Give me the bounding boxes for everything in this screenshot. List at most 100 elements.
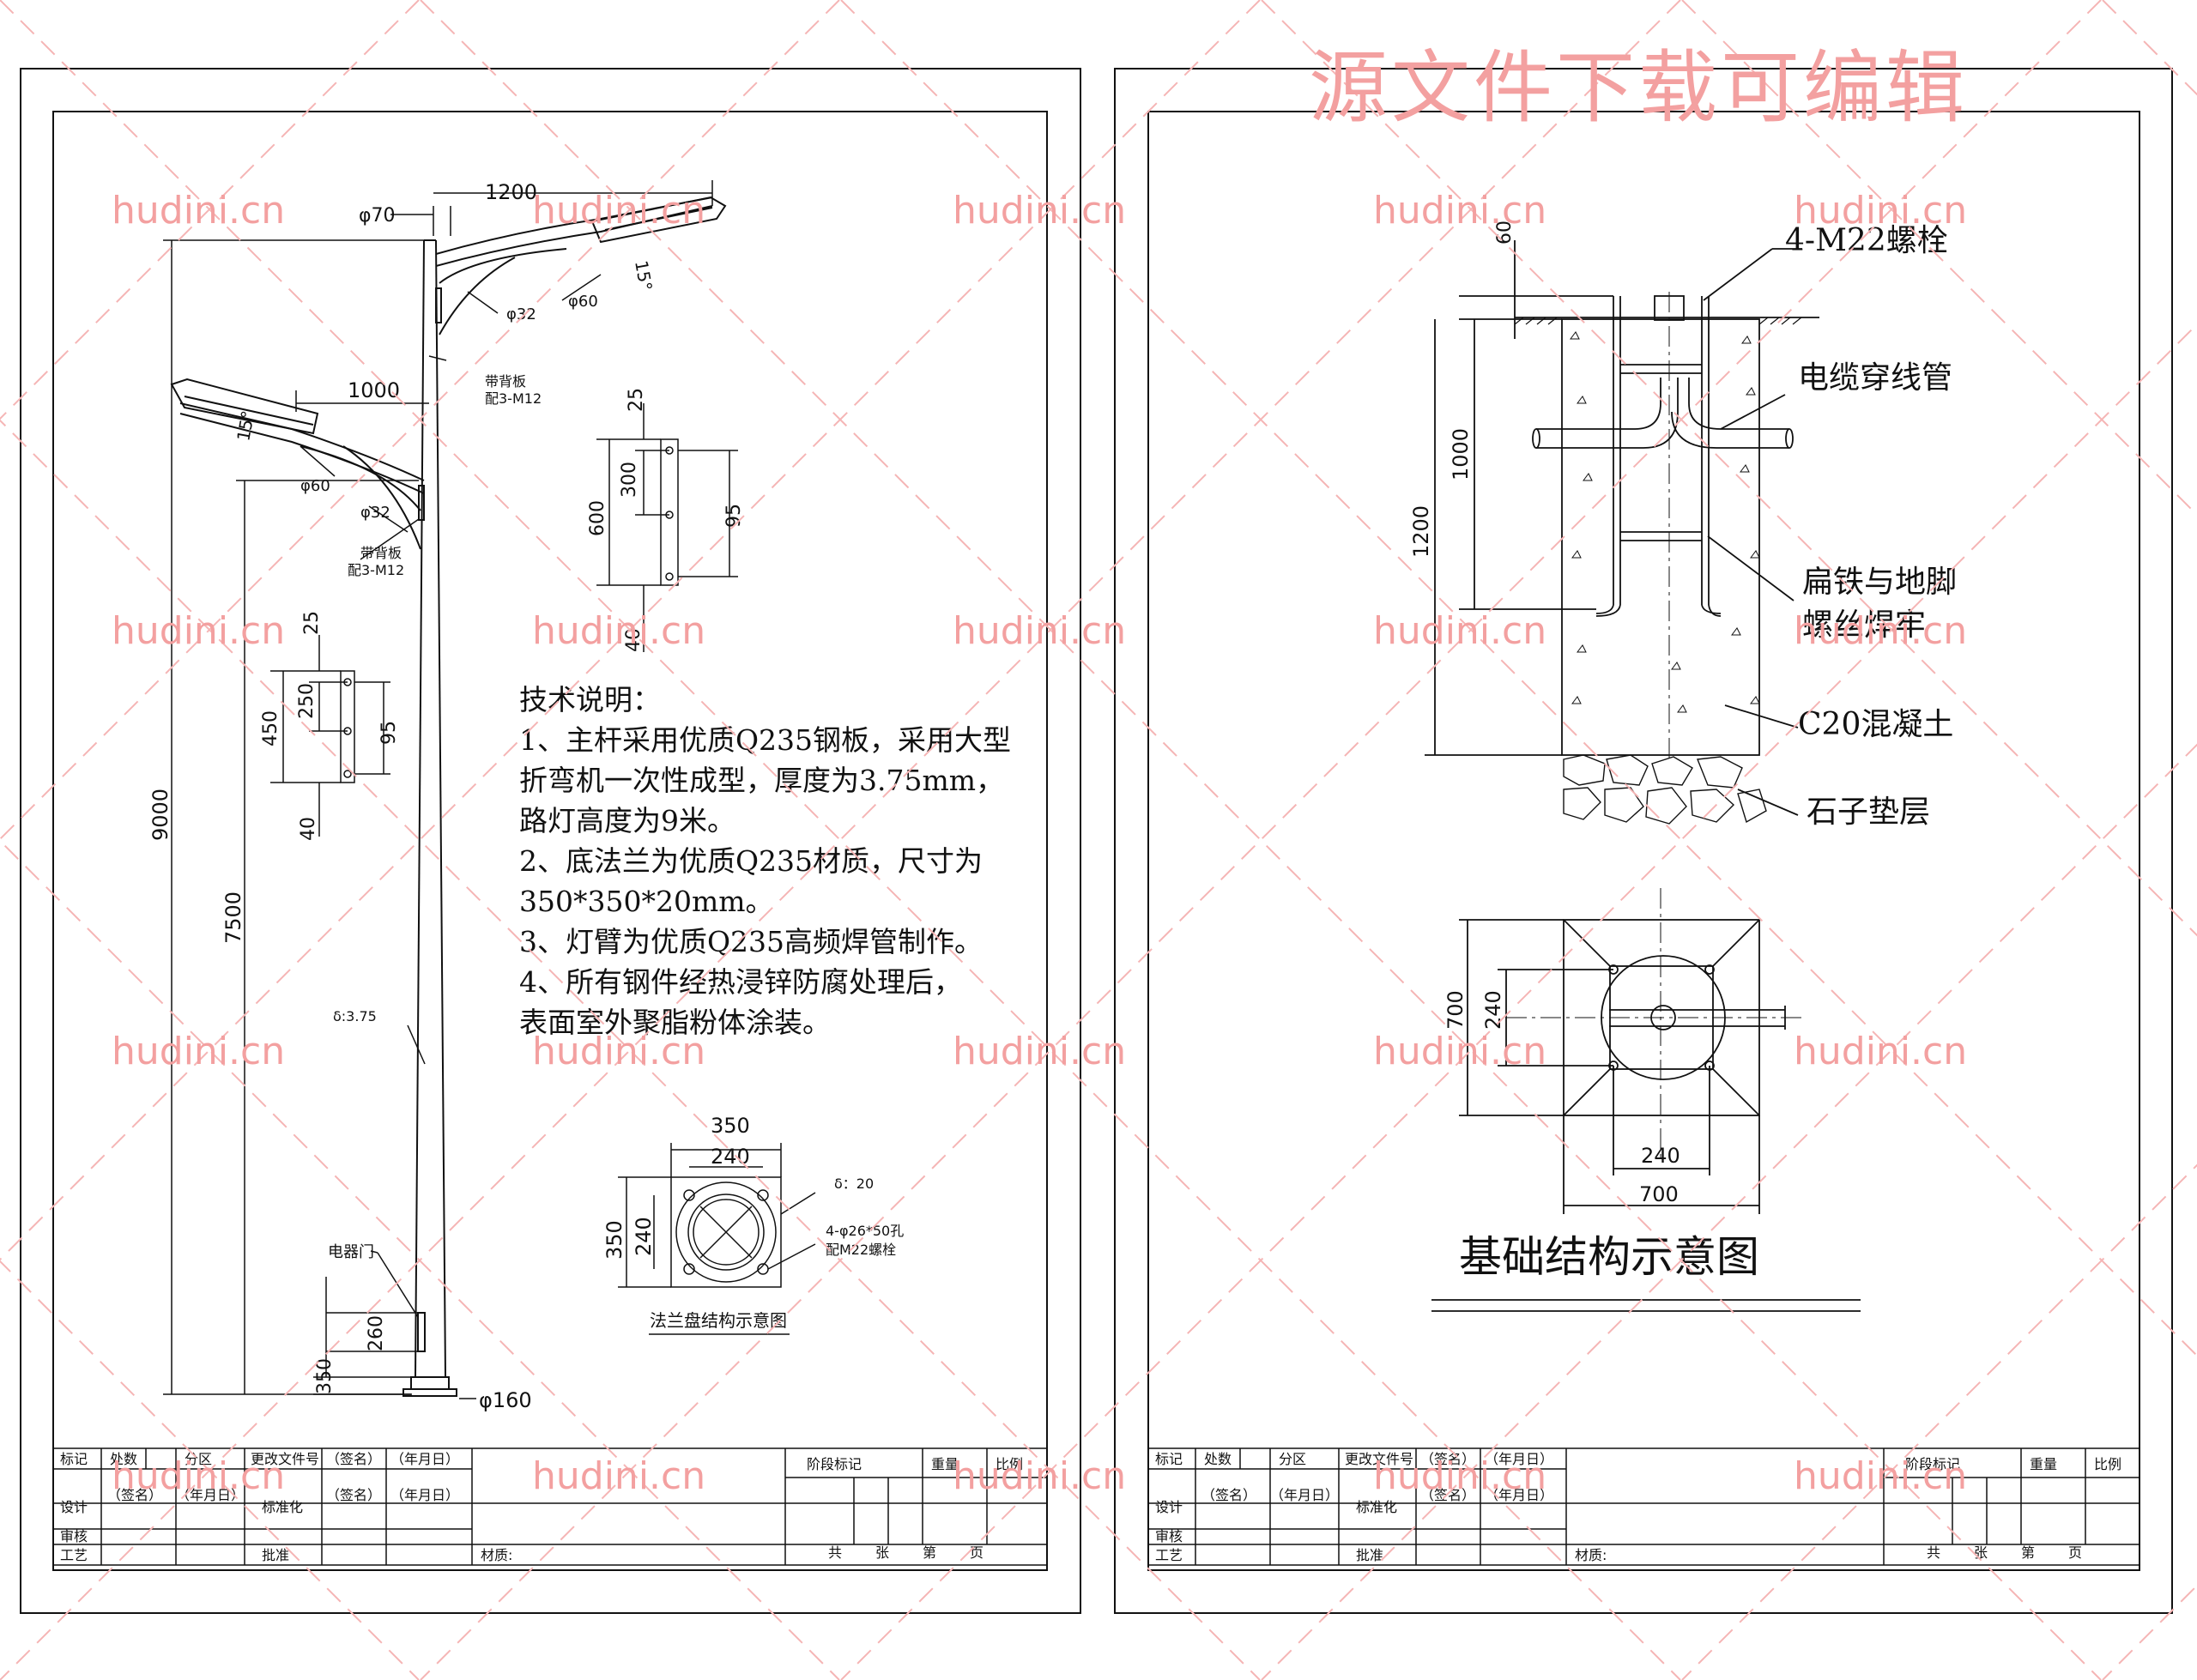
svg-text:比例: 比例	[996, 1456, 1023, 1472]
flange-bolt-pitch: 240	[711, 1145, 750, 1169]
svg-text:分区: 分区	[1279, 1451, 1306, 1467]
lower-arm-height: 7500	[221, 891, 245, 944]
large-top-offset: 25	[626, 388, 647, 412]
base-diameter: φ160	[479, 1388, 532, 1412]
tech-note-line: 路灯高度为9米。	[519, 804, 735, 837]
large-pitch: 300	[619, 462, 640, 498]
flange-labels: 350 240 350 240 δ：20 4-φ26*50孔 配M22螺栓 法兰…	[602, 1114, 904, 1331]
svg-text:张: 张	[875, 1544, 889, 1561]
svg-text:材质:: 材质:	[1575, 1547, 1607, 1563]
door-height: 260	[366, 1315, 387, 1351]
title-block-right-text: 标记 处数 分区 更改文件号 （签名） （年月日） 设计 （签名） （年月日） …	[1155, 1451, 2121, 1563]
svg-text:标准化: 标准化	[1356, 1499, 1397, 1515]
weld-label-1: 扁铁与地脚	[1802, 565, 1957, 600]
sheet-frames	[20, 68, 2173, 1614]
svg-text:张: 张	[1974, 1544, 1988, 1561]
total-height: 9000	[148, 789, 172, 841]
tech-note-line: 技术说明：	[519, 683, 661, 716]
tech-notes: 技术说明： 1、主杆采用优质Q235钢板，采用大型 折弯机一次性成型，厚度为3.…	[519, 680, 1011, 1042]
svg-text:（签名）: （签名）	[1420, 1451, 1475, 1467]
upper-arm-sub-dia: φ32	[506, 305, 536, 323]
svg-text:分区: 分区	[185, 1451, 212, 1467]
svg-text:标记: 标记	[1155, 1451, 1183, 1467]
backplate-small-labels: 25 250 450 95 40	[260, 611, 400, 841]
plan-pitch-h: 240	[1641, 1144, 1680, 1168]
svg-text:（年月日）: （年月日）	[390, 1451, 459, 1467]
top-offset: 60	[1494, 221, 1516, 245]
small-pitch: 250	[296, 683, 318, 719]
tech-note-line: 3、灯臂为优质Q235高频焊管制作。	[519, 925, 984, 958]
svg-text:审核: 审核	[60, 1528, 88, 1544]
svg-text:批准: 批准	[1356, 1547, 1383, 1563]
lower-arm-angle: 15°	[233, 409, 258, 443]
wall-thickness: δ:3.75	[333, 1008, 377, 1024]
lower-arm-length: 1000	[348, 378, 400, 402]
svg-text:阶段标记: 阶段标记	[1905, 1456, 1960, 1472]
total-depth: 1200	[1409, 505, 1433, 558]
flange-caption: 法兰盘结构示意图	[650, 1310, 787, 1331]
lower-backplate-label: 带背板	[360, 545, 402, 561]
svg-text:第: 第	[2021, 1544, 2035, 1561]
svg-text:设计: 设计	[60, 1499, 88, 1515]
concrete-label: C20混凝土	[1798, 707, 1953, 742]
svg-text:更改文件号: 更改文件号	[251, 1451, 319, 1467]
tech-note-line: 4、所有钢件经热浸锌防腐处理后，	[519, 965, 962, 999]
small-top-offset: 25	[301, 611, 323, 635]
backplate-small	[270, 635, 390, 837]
foundation-plan-labels: 700 240 240 700 基础结构示意图	[1443, 990, 1759, 1282]
svg-text:共: 共	[828, 1544, 842, 1561]
watermark-headline: 源文件下载可编辑	[1309, 42, 1969, 134]
small-width: 95	[378, 721, 400, 745]
foundation-section-labels: 60 1000 1200 4-M22螺栓 电缆穿线管 扁铁与地脚 螺丝焊牢 C2…	[1409, 221, 1957, 830]
svg-text:重量: 重量	[2030, 1456, 2057, 1472]
bolt-depth: 1000	[1449, 428, 1473, 480]
svg-text:比例: 比例	[2094, 1456, 2121, 1472]
flange-outer: 350	[711, 1114, 750, 1138]
flange-bolt-pitch-v: 240	[632, 1217, 656, 1256]
lower-backplate-bolts: 配3-M12	[348, 562, 404, 578]
tech-note-line: 2、底法兰为优质Q235材质，尺寸为	[519, 844, 984, 878]
svg-text:页: 页	[2068, 1544, 2082, 1561]
lower-arm-main-dia: φ60	[300, 477, 330, 495]
tech-note-line: 表面室外聚脂粉体涂装。	[519, 1006, 831, 1039]
plan-outer-h: 700	[1639, 1182, 1679, 1206]
svg-text:（年月日）: （年月日）	[1485, 1451, 1553, 1467]
flange-outer-v: 350	[602, 1220, 626, 1260]
svg-text:页: 页	[970, 1544, 984, 1561]
svg-text:重量: 重量	[931, 1456, 959, 1472]
svg-text:处数: 处数	[1204, 1451, 1232, 1467]
lower-arm-sub-dia: φ32	[360, 504, 390, 522]
title-block-left-text: 标记 处数 分区 更改文件号 （签名） （年月日） 设计 （签名） （年月日） …	[60, 1451, 1023, 1563]
small-height: 450	[260, 710, 281, 746]
svg-text:（年月日）: （年月日）	[176, 1487, 245, 1503]
svg-text:处数: 处数	[110, 1451, 137, 1467]
flange-holes: 4-φ26*50孔	[826, 1223, 904, 1239]
conduit-label: 电缆穿线管	[1798, 360, 1952, 396]
upper-arm-length: 1200	[485, 180, 537, 204]
upper-backplate-bolts: 配3-M12	[485, 390, 542, 407]
svg-text:（签名）: （签名）	[326, 1451, 381, 1467]
upper-backplate-label: 带背板	[485, 373, 526, 390]
flange-bolts: 配M22螺栓	[826, 1242, 896, 1258]
svg-text:（签名）: （签名）	[326, 1487, 381, 1503]
svg-text:（年月日）: （年月日）	[390, 1487, 459, 1503]
svg-text:（签名）: （签名）	[1420, 1487, 1475, 1503]
svg-text:阶段标记: 阶段标记	[807, 1456, 862, 1472]
gravel-label: 石子垫层	[1807, 795, 1930, 830]
tech-note-line: 折弯机一次性成型，厚度为3.75mm，	[519, 764, 1005, 797]
door-offset: 350	[314, 1358, 336, 1394]
svg-text:（年月日）: （年月日）	[1485, 1487, 1553, 1503]
backplate-large-labels: 25 300 600 95 40	[587, 388, 745, 652]
large-width: 95	[723, 504, 745, 528]
svg-text:工艺: 工艺	[1155, 1547, 1183, 1563]
weld-label-2: 螺丝焊牢	[1802, 607, 1926, 643]
svg-text:（签名）: （签名）	[107, 1487, 162, 1503]
large-bottom-offset: 40	[623, 628, 645, 652]
svg-text:标记: 标记	[60, 1451, 88, 1467]
foundation-section	[1425, 240, 1819, 825]
svg-text:更改文件号: 更改文件号	[1345, 1451, 1413, 1467]
door-label: 电器门	[328, 1243, 374, 1261]
svg-text:（年月日）: （年月日）	[1270, 1487, 1339, 1503]
svg-text:（签名）: （签名）	[1201, 1487, 1256, 1503]
